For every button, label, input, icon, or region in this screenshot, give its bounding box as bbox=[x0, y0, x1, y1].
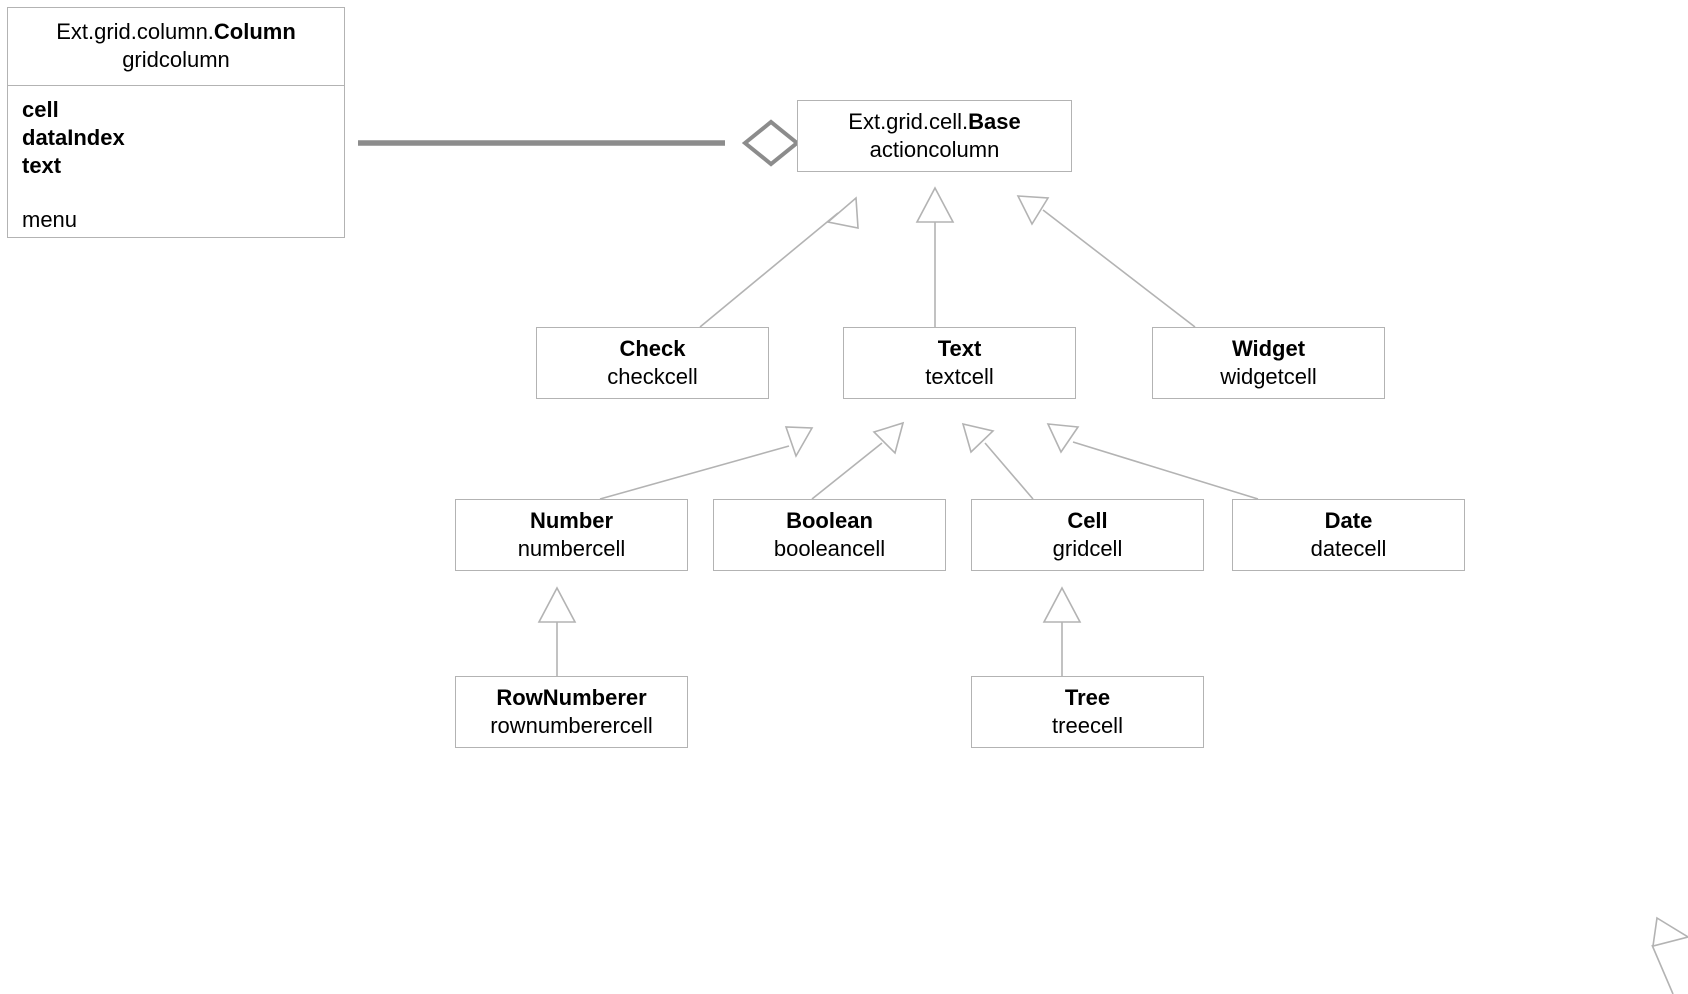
class-node-check-alias: checkcell bbox=[607, 364, 698, 389]
edge-generalization-text-base bbox=[915, 186, 955, 327]
class-node-base[interactable]: Ext.grid.cell.Base actioncolumn bbox=[797, 100, 1072, 172]
class-node-tree-title: Tree bbox=[1064, 685, 1111, 710]
member-separator bbox=[22, 180, 344, 206]
edge-generalization-tree-cell bbox=[1042, 586, 1082, 676]
class-node-rownumberer-title: RowNumberer bbox=[496, 685, 647, 710]
edge-generalization-clipped bbox=[1651, 916, 1688, 994]
class-node-widget-title: Widget bbox=[1231, 336, 1306, 361]
class-node-column-header: Ext.grid.column.Column gridcolumn bbox=[8, 8, 344, 86]
class-node-rownumberer-alias: rownumberercell bbox=[490, 713, 653, 738]
class-node-tree-alias: treecell bbox=[1052, 713, 1123, 738]
class-node-column-members: cell dataIndex text menu bbox=[8, 86, 344, 244]
class-node-check[interactable]: Check checkcell bbox=[536, 327, 769, 399]
edge-generalization-check-base bbox=[699, 196, 859, 328]
class-node-cell-alias: gridcell bbox=[1052, 536, 1123, 561]
member-dataindex: dataIndex bbox=[22, 125, 125, 150]
class-node-boolean[interactable]: Boolean booleancell bbox=[713, 499, 946, 571]
class-node-cell-title: Cell bbox=[1067, 508, 1108, 533]
class-node-boolean-alias: booleancell bbox=[773, 536, 886, 561]
class-node-widget-alias: widgetcell bbox=[1220, 364, 1317, 389]
class-node-date-title: Date bbox=[1324, 508, 1373, 533]
class-node-cell[interactable]: Cell gridcell bbox=[971, 499, 1204, 571]
class-node-base-alias: actioncolumn bbox=[869, 137, 1000, 162]
edge-generalization-rownumberer-number bbox=[537, 586, 577, 676]
class-node-column-fqn: Ext.grid.column.Column bbox=[56, 19, 296, 44]
class-node-number-title: Number bbox=[529, 508, 614, 533]
class-node-date-alias: datecell bbox=[1310, 536, 1387, 561]
class-node-boolean-title: Boolean bbox=[786, 508, 873, 533]
member-cell: cell bbox=[22, 97, 59, 122]
edge-aggregation-column-base bbox=[358, 119, 801, 167]
class-node-rownumberer[interactable]: RowNumberer rownumberercell bbox=[455, 676, 688, 748]
class-node-text-alias: textcell bbox=[925, 364, 994, 389]
edge-generalization-date-text bbox=[1046, 423, 1259, 500]
class-node-base-fqn: Ext.grid.cell.Base bbox=[848, 109, 1021, 134]
class-node-column[interactable]: Ext.grid.column.Column gridcolumn cell d… bbox=[7, 7, 345, 238]
class-node-column-alias: gridcolumn bbox=[122, 47, 230, 72]
class-node-number-alias: numbercell bbox=[517, 536, 626, 561]
edge-generalization-cell-text bbox=[961, 422, 1034, 500]
class-node-number[interactable]: Number numbercell bbox=[455, 499, 688, 571]
edge-generalization-number-text bbox=[599, 426, 814, 500]
class-node-text[interactable]: Text textcell bbox=[843, 327, 1076, 399]
edge-generalization-boolean-text bbox=[811, 421, 905, 500]
member-menu: menu bbox=[22, 207, 78, 232]
class-node-date[interactable]: Date datecell bbox=[1232, 499, 1465, 571]
member-text: text bbox=[22, 153, 62, 178]
class-node-widget[interactable]: Widget widgetcell bbox=[1152, 327, 1385, 399]
class-node-check-title: Check bbox=[619, 336, 686, 361]
class-node-tree[interactable]: Tree treecell bbox=[971, 676, 1204, 748]
edge-generalization-widget-base bbox=[1016, 195, 1196, 328]
class-node-text-title: Text bbox=[937, 336, 982, 361]
